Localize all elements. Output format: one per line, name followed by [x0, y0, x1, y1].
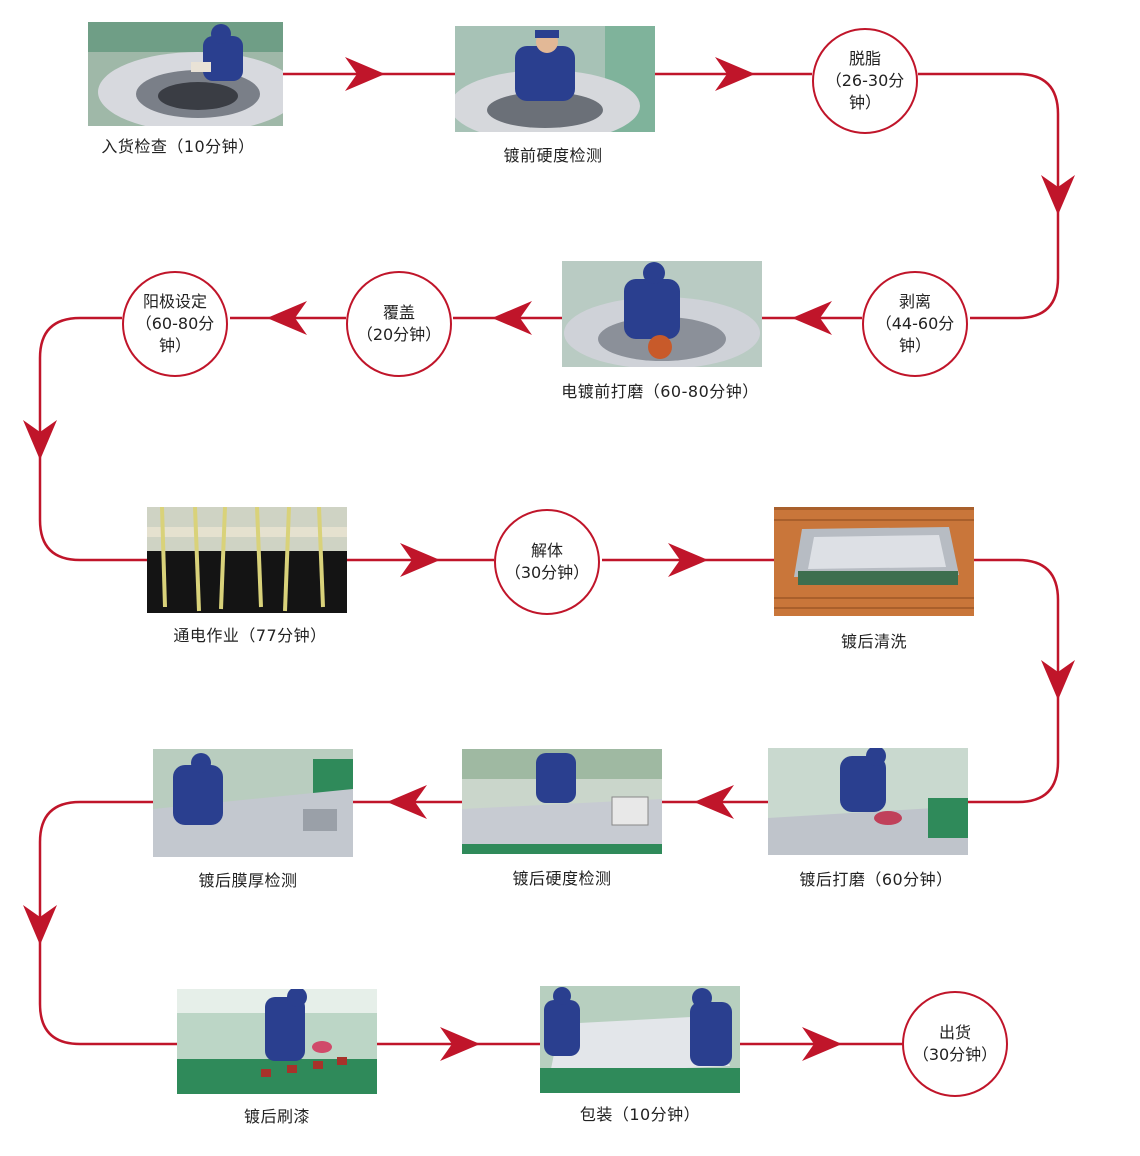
step-post-grind: 镀后打磨（60分钟）	[799, 870, 953, 889]
step-post-wash: 镀后清洗	[840, 632, 908, 651]
post-hardness-photo	[462, 749, 662, 854]
step-energize: 通电作业（77分钟）	[173, 626, 327, 645]
step-incoming-inspection: 入货检查（10分钟）	[101, 137, 255, 156]
step-strip: 剥离 （44-60分钟）	[862, 271, 968, 377]
step-cover-time: （20分钟）	[356, 325, 442, 344]
step-pre-plating-grind: 电镀前打磨（60-80分钟）	[561, 382, 759, 401]
step-film-thickness-test: 镀后膜厚检测	[198, 871, 298, 890]
step-strip-name: 剥离	[898, 292, 931, 311]
post-paint-photo	[177, 989, 377, 1094]
post-wash-photo	[774, 507, 974, 616]
pre-grind-photo	[562, 261, 762, 367]
step-post-painting: 镀后刷漆	[243, 1107, 311, 1126]
step-disassemble-time: （30分钟）	[504, 563, 590, 582]
step-cover-name: 覆盖	[382, 303, 415, 322]
post-grind-photo	[768, 748, 968, 855]
step-shipping: 出货 （30分钟）	[902, 991, 1008, 1097]
step-degrease-time: （26-30分钟）	[825, 71, 905, 112]
incoming-inspection-photo	[88, 22, 283, 126]
step-pre-hardness-test: 镀前硬度检测	[503, 146, 603, 165]
step-disassemble-name: 解体	[530, 541, 563, 560]
step-disassemble: 解体 （30分钟）	[494, 509, 600, 615]
step-strip-time: （44-60分钟）	[875, 314, 955, 355]
packing-photo	[540, 986, 740, 1093]
step-degrease-name: 脱脂	[848, 49, 881, 68]
pre-hardness-photo	[455, 26, 655, 132]
step-anode-setup: 阳极设定 （60-80分钟）	[122, 271, 228, 377]
step-packing: 包装（10分钟）	[579, 1105, 701, 1124]
step-anode-time: （60-80分钟）	[135, 314, 215, 355]
step-anode-name: 阳极设定	[142, 292, 207, 311]
step-shipping-name: 出货	[938, 1023, 971, 1042]
step-cover: 覆盖 （20分钟）	[346, 271, 452, 377]
step-post-hardness-test: 镀后硬度检测	[512, 869, 612, 888]
film-thickness-photo	[153, 749, 353, 857]
step-degrease: 脱脂 （26-30分钟）	[812, 28, 918, 134]
energize-photo	[147, 507, 347, 613]
step-shipping-time: （30分钟）	[912, 1045, 998, 1064]
